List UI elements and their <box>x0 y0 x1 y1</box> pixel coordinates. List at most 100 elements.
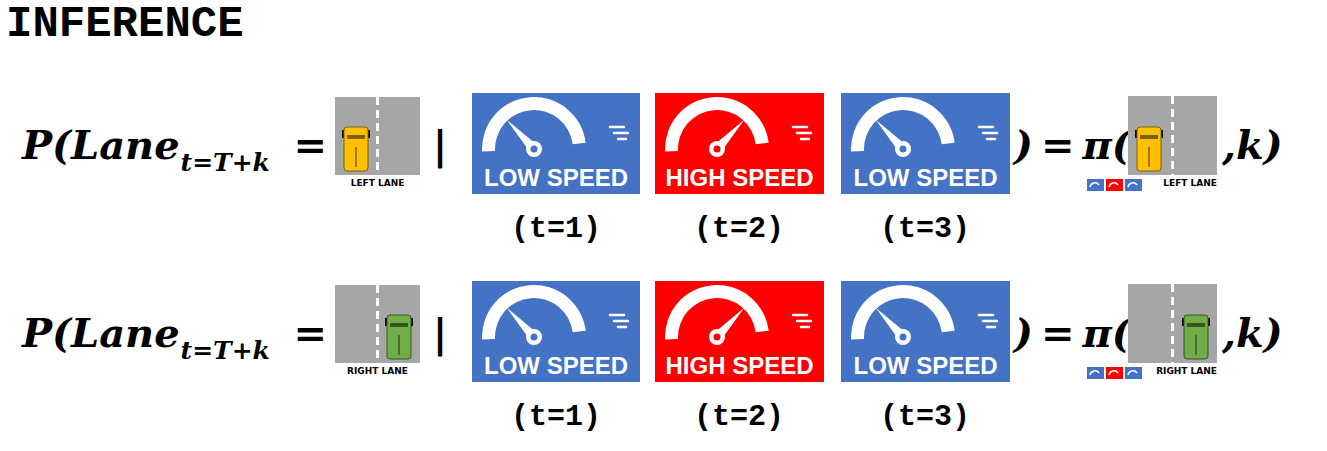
road-surface <box>335 285 420 363</box>
speed-mark <box>979 126 993 129</box>
speed-panel: LOW SPEED <box>841 281 1010 382</box>
panel-background <box>655 93 824 194</box>
car-stripe <box>1148 147 1150 167</box>
car-icon <box>385 315 413 359</box>
lane-icon: RIGHT LANE <box>335 285 420 363</box>
subscript-text: t=T+k <box>181 149 270 178</box>
gauge-hub-center <box>900 334 907 341</box>
gauge-hub-center <box>900 146 907 153</box>
time-step: (t=3) <box>880 400 970 435</box>
time-step: (t=2) <box>694 400 784 435</box>
thumbnail-gauge <box>1109 183 1118 187</box>
thumbnail-low <box>1087 367 1104 379</box>
speed-mark <box>983 320 997 323</box>
equals-sign: = <box>293 122 327 168</box>
speed-panel: HIGH SPEED <box>655 281 824 382</box>
gauge-needle <box>713 308 744 341</box>
thumbnail-low <box>1125 367 1142 379</box>
car-stripe <box>355 147 357 167</box>
speed-mark <box>610 314 624 317</box>
car-stripe <box>398 335 400 355</box>
speed-mark <box>987 326 995 329</box>
panel-background <box>655 281 824 382</box>
gauge-hub-center <box>531 334 538 341</box>
speed-mark <box>793 314 807 317</box>
lane-label: RIGHT LANE <box>335 367 420 377</box>
car-body <box>344 127 368 171</box>
speed-panel: LOW SPEED <box>841 93 1010 194</box>
thumbnail-low <box>1087 179 1104 191</box>
lane-divider <box>376 97 379 175</box>
car-body <box>1137 127 1161 171</box>
speed-mark <box>793 126 807 129</box>
speed-label: LOW SPEED <box>484 165 628 191</box>
car-icon <box>1135 127 1163 171</box>
lane-label: LEFT LANE <box>1128 179 1217 189</box>
gauge-hub-center <box>714 334 721 341</box>
formula-text: P(Lane <box>22 122 180 168</box>
thumbnail-row <box>1087 179 1142 191</box>
panel-background <box>472 281 640 382</box>
car-body <box>387 315 411 359</box>
gauge-needle <box>713 120 744 153</box>
function-args: ,k) <box>1222 310 1283 356</box>
function-args: ,k) <box>1222 122 1283 168</box>
lane-figure <box>1128 284 1217 363</box>
speed-mark <box>801 326 809 329</box>
speed-label: LOW SPEED <box>484 353 628 379</box>
panel-background <box>472 93 640 194</box>
road-surface <box>1128 284 1217 363</box>
speed-panel: LOW SPEED <box>472 281 640 382</box>
gauge-hub <box>895 329 911 345</box>
speed-label: LOW SPEED <box>853 165 997 191</box>
equals-sign: = <box>1041 310 1075 356</box>
subscript-text: t=T+k <box>181 337 270 366</box>
car-stripe <box>1195 335 1197 355</box>
road-surface <box>1128 96 1217 175</box>
panel-background <box>841 281 1010 382</box>
gauge-needle <box>507 120 538 153</box>
equals-sign: = <box>293 310 327 356</box>
pi-function: π( <box>1082 122 1130 168</box>
lane-divider <box>376 285 379 363</box>
thumbnail-gauge <box>1128 183 1137 187</box>
given-bar: | <box>433 310 448 356</box>
speed-mark <box>614 320 628 323</box>
speed-mark <box>983 132 997 135</box>
speed-mark <box>618 138 626 141</box>
thumbnail-low <box>1125 179 1142 191</box>
lane-outcome-icon: LEFT LANE <box>1128 96 1217 175</box>
formula-text: P(Lane <box>22 310 180 356</box>
car-windshield <box>1187 323 1205 327</box>
pi-function: π( <box>1082 310 1130 356</box>
car-windshield <box>390 323 408 327</box>
lane-icon: LEFT LANE <box>335 97 420 175</box>
speed-panel: HIGH SPEED <box>655 93 824 194</box>
speed-mark <box>610 126 624 129</box>
gauge-hub <box>709 141 725 157</box>
gauge-hub <box>526 141 542 157</box>
speed-label: LOW SPEED <box>853 353 997 379</box>
car-body <box>1184 315 1208 359</box>
gauge-hub <box>709 329 725 345</box>
speed-mark <box>797 320 811 323</box>
time-step: (t=1) <box>511 400 601 435</box>
gauge-hub <box>526 329 542 345</box>
thumbnail-high <box>1106 179 1123 191</box>
car-icon <box>342 127 370 171</box>
lane-figure <box>1128 96 1217 175</box>
speed-label: HIGH SPEED <box>665 353 813 379</box>
speed-mark <box>797 132 811 135</box>
gauge-hub-center <box>531 146 538 153</box>
gauge-hub <box>895 141 911 157</box>
thumbnail-gauge <box>1090 371 1099 375</box>
panel-background <box>841 93 1010 194</box>
time-step: (t=2) <box>694 212 784 247</box>
car-icon <box>1182 315 1210 359</box>
time-step: (t=3) <box>880 212 970 247</box>
thumbnail-gauge <box>1090 183 1099 187</box>
gauge-needle <box>876 308 907 341</box>
road-surface <box>335 97 420 175</box>
diagram-title: INFERENCE <box>6 0 244 48</box>
